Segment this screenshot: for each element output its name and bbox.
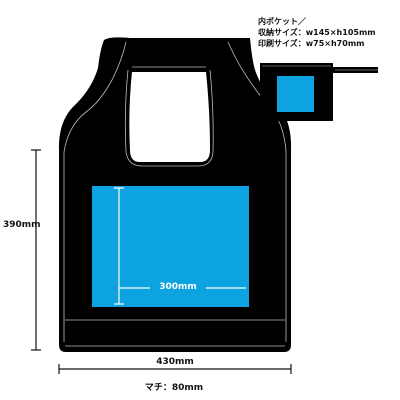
gusset-label: マチ：80mm (144, 383, 204, 393)
width-dimension (58, 364, 292, 374)
pocket-storage-size: 収納サイズ：w145×h105mm (258, 28, 376, 37)
inner-pocket (260, 63, 378, 121)
height-dimension (31, 149, 41, 351)
width-dimension-label: 430mm (156, 357, 194, 367)
pocket-spec-title: 内ポケット／ (258, 17, 306, 26)
print-height-marker (114, 187, 124, 305)
pocket-print-size: 印刷サイズ：w75×h70mm (258, 39, 365, 48)
height-dimension-label: 390mm (3, 220, 41, 230)
print-width-label: 300mm (150, 282, 206, 292)
handle-inner-stitch (124, 69, 214, 167)
handle-stitch-left (63, 41, 127, 342)
pocket-print-area (277, 76, 314, 112)
pocket-spec-text: 内ポケット／ 収納サイズ：w145×h105mm 印刷サイズ：w75×h70mm (258, 16, 376, 49)
